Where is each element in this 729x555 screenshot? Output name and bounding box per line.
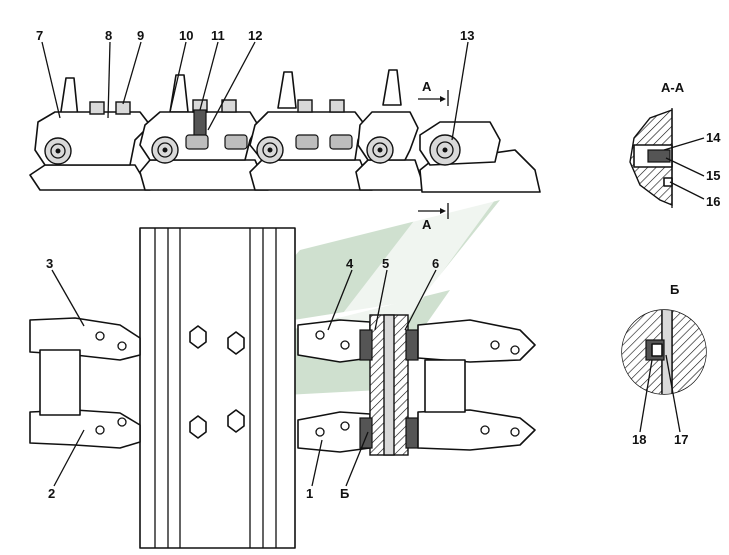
callout-4: 4 [346,256,354,271]
callout-15: 15 [706,168,720,183]
section-mark-bottom-label: А [422,217,432,232]
callout-9: 9 [137,28,144,43]
callout-18: 18 [632,432,646,447]
callout-16: 16 [706,194,720,209]
chain-side-view [29,69,541,193]
section-mark-bottom: А [418,203,449,232]
detail-aa-title: А-А [661,80,685,95]
callout-8: 8 [105,28,112,43]
detail-aa [629,108,673,208]
section-mark-top: А [418,79,449,106]
callout-3: 3 [46,256,53,271]
callout-5: 5 [382,256,389,271]
callout-2: 2 [48,486,55,501]
callout-13: 13 [460,28,474,43]
callout-11: 11 [211,28,225,43]
callout-10: 10 [179,28,193,43]
callout-b: Б [340,486,349,501]
leader-lines [41,41,705,487]
chain-plan-view [29,227,536,549]
callout-17: 17 [674,432,688,447]
callout-1: 1 [306,486,313,501]
callout-12: 12 [248,28,262,43]
detail-b [621,309,707,395]
callout-7: 7 [36,28,43,43]
callout-6: 6 [432,256,439,271]
callout-14: 14 [706,130,721,145]
detail-b-title: Б [670,282,679,297]
section-mark-top-label: А [422,79,432,94]
